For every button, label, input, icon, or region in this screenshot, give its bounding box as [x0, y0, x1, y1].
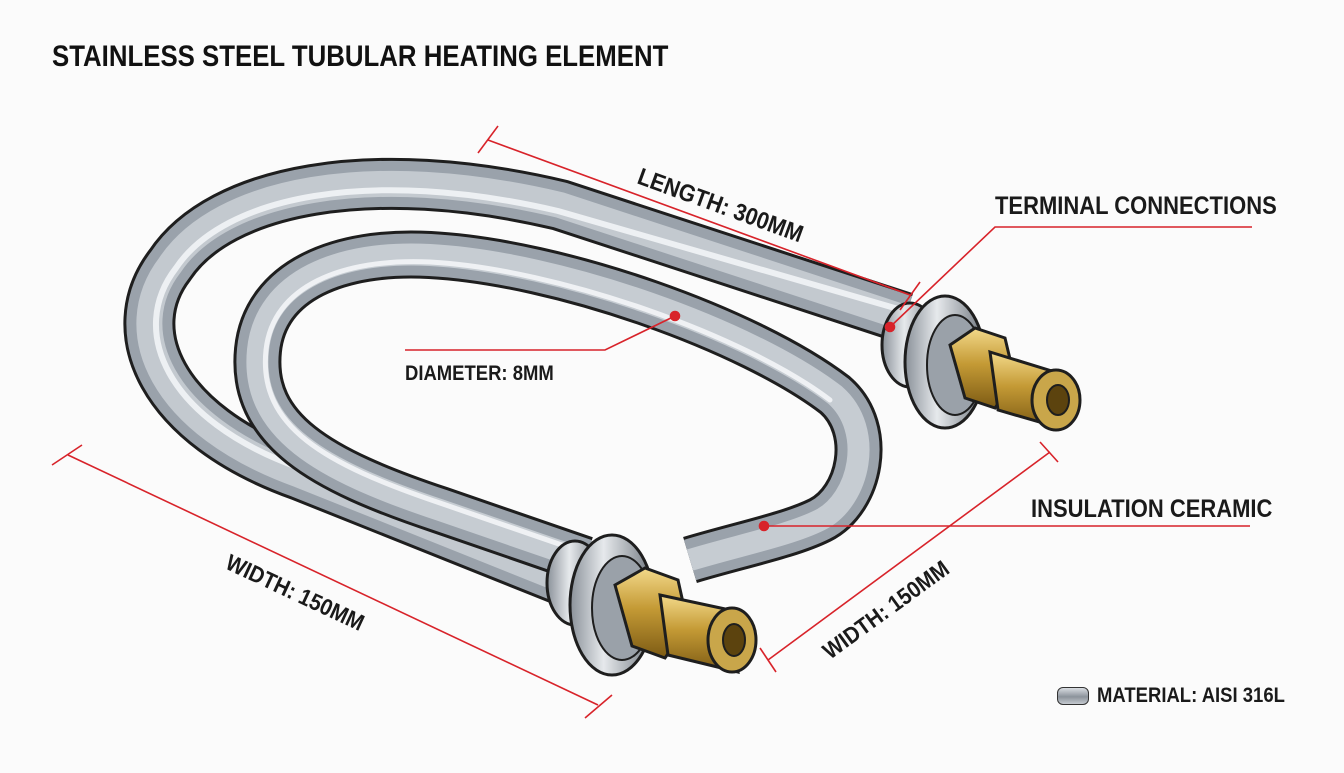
- width-left-dimension-line: [67, 454, 599, 706]
- material-label: MATERIAL: AISI 316L: [1097, 684, 1285, 707]
- right-terminal: [880, 294, 1082, 432]
- diameter-leader-line: [405, 315, 676, 351]
- outer-tube: [123, 157, 914, 610]
- left-terminal: [545, 533, 758, 677]
- dimension-lines: [51, 125, 1252, 719]
- insulation-ceramic-label: INSULATION CERAMIC: [1031, 495, 1272, 523]
- inner-tube: [233, 230, 883, 583]
- width-right-label: WIDTH: 150MM: [818, 555, 954, 664]
- length-dimension-line: [487, 139, 911, 296]
- steel-tube-swatch-icon: [1057, 687, 1089, 705]
- page-title: STAINLESS STEEL TUBULAR HEATING ELEMENT: [52, 40, 669, 73]
- terminal-connections-label: TERMINAL CONNECTIONS: [995, 192, 1277, 220]
- width-right-dimension-line: [767, 451, 1051, 661]
- material-legend: MATERIAL: AISI 316L: [1057, 684, 1311, 708]
- terminal-leader-line: [889, 226, 1252, 328]
- diameter-label: DIAMETER: 8MM: [405, 362, 554, 385]
